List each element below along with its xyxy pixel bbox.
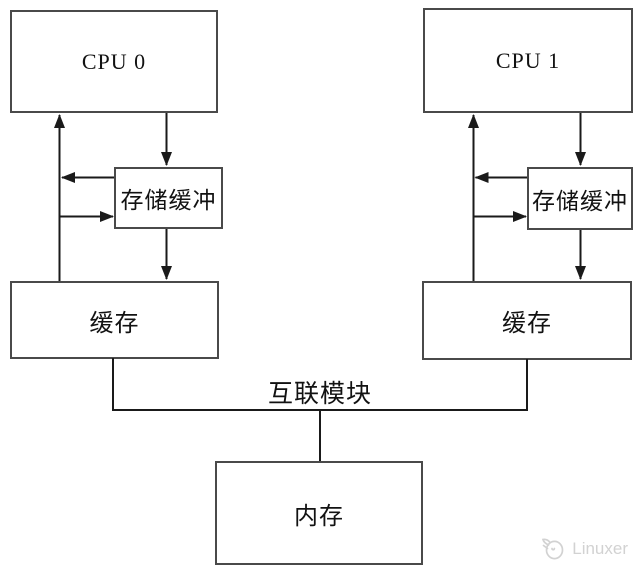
- cache0-box: 缓存: [10, 281, 219, 359]
- interconnect-label: 互联模块: [267, 381, 373, 408]
- cpu1-box: CPU 1: [423, 8, 633, 113]
- cpu0-label: CPU 0: [81, 48, 147, 74]
- cpu0-box: CPU 0: [10, 10, 218, 113]
- memory-box: 内存: [215, 461, 423, 565]
- cpu1-label: CPU 1: [495, 47, 561, 73]
- memory-label: 内存: [294, 503, 344, 530]
- store-buffer1-box: 存储缓冲: [527, 167, 633, 230]
- cache0-label: 缓存: [89, 310, 140, 337]
- penguin-logo-icon: [542, 538, 564, 560]
- store-buffer0-box: 存储缓冲: [114, 167, 223, 229]
- store-buffer0-label: 存储缓冲: [120, 188, 217, 213]
- store-buffer1-label: 存储缓冲: [532, 188, 628, 214]
- cache1-box: 缓存: [422, 281, 632, 360]
- watermark-brand-label: Linuxer: [572, 538, 628, 558]
- watermark: Linuxer: [539, 536, 628, 561]
- cache1-label: 缓存: [502, 311, 552, 337]
